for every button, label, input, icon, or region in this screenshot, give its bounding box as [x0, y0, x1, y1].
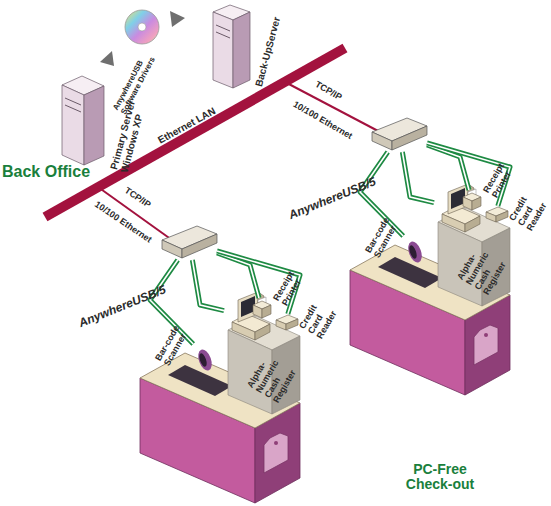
node-label: AnywhereUSB/5: [287, 169, 394, 222]
device-box: Alpha-Numeric Cash Register: [434, 182, 480, 234]
device-box: Credit Card Reader: [272, 314, 298, 332]
software-label: AnywhereUSB Software Drivers: [112, 34, 167, 116]
usb-cable: [402, 152, 434, 203]
cable-outer: [217, 253, 259, 298]
transfer-arrow: [170, 11, 185, 27]
node-label: Receipt Printer: [482, 152, 521, 200]
server-side: [233, 12, 250, 88]
server-box: Back-UpServer: [213, 5, 250, 90]
usb-cable: [192, 260, 224, 311]
device-box: Receipt Printer: [250, 298, 274, 320]
server-side: [84, 86, 104, 165]
node-label: Bar-code Scanner: [364, 205, 407, 260]
node-label: Alpha-Numeric Cash Register: [246, 342, 305, 405]
cable-inner: [217, 253, 259, 298]
cable-inner: [427, 145, 469, 190]
server-front: [62, 85, 84, 165]
node-label: Alpha-Numeric Cash Register: [456, 234, 515, 297]
node-label: Bar-code Scanner: [154, 313, 197, 368]
ethernet-lan-bar: [45, 48, 345, 217]
node-label: Credit Card Reader: [298, 291, 344, 340]
area-title: PC-Free Check-out: [395, 462, 485, 493]
cable-outer: [192, 260, 224, 311]
transfer-arrow: [100, 51, 114, 66]
drive-slot: [216, 32, 230, 38]
area-title: Back Office: [2, 163, 122, 181]
node-label: AnywhereUSB/5: [77, 277, 184, 330]
drive-slot: [216, 25, 230, 31]
node-label: Back-UpServer: [253, 0, 290, 88]
speed-label: 10/100 Ethernet: [92, 200, 180, 264]
usb-hub-box: AnywhereUSB/5: [372, 118, 427, 152]
device-box: Bar-code Scanner: [192, 344, 222, 372]
server-front: [213, 12, 233, 88]
cd-disc: [125, 10, 159, 44]
usb-cable: [427, 145, 469, 190]
drive-slot: [65, 98, 81, 105]
device-box: Credit Card Reader: [482, 206, 508, 224]
cable-inner: [192, 260, 224, 311]
speed-label: 10/100 Ethernet: [291, 100, 383, 159]
usb-hub-box: AnywhereUSB/5: [162, 226, 217, 260]
device-box: Alpha-Numeric Cash Register: [224, 290, 270, 342]
device-box: Bar-code Scanner: [402, 236, 432, 264]
cable-outer: [427, 145, 469, 190]
cable-outer: [402, 152, 434, 203]
drive-slot: [65, 105, 81, 112]
network-label: Ethernet LAN: [156, 88, 249, 146]
usb-cable: [217, 253, 259, 298]
cable-inner: [402, 152, 434, 203]
cd-hole: [138, 23, 146, 31]
node-label: Credit Card Reader: [508, 183, 551, 232]
protocol-label: TCP/IP: [313, 80, 370, 119]
node-label: Receipt Printer: [272, 260, 311, 308]
server-box: Primary Server Windows XP: [62, 76, 104, 165]
device-box: Receipt Printer: [460, 190, 484, 212]
